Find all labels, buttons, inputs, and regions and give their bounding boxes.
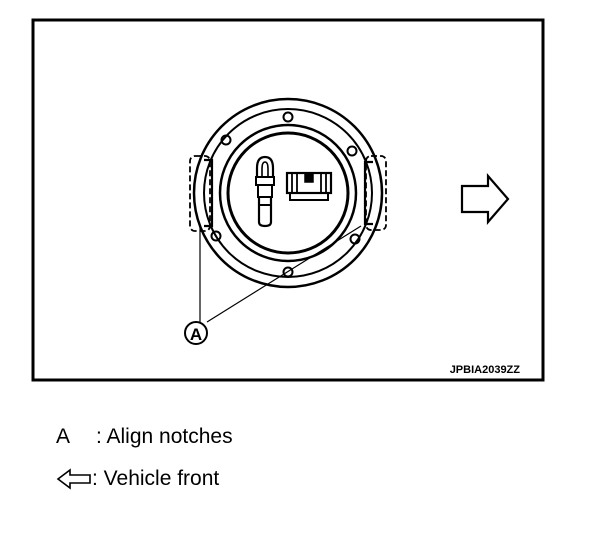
hose-body — [257, 184, 273, 198]
legend-key-a: A — [56, 425, 71, 448]
callout-letter: A — [190, 325, 202, 344]
figure-code: JPBIA2039ZZ — [450, 364, 521, 376]
callout-leaders — [199, 225, 362, 323]
callout-a: A — [184, 321, 208, 345]
callout-circle — [184, 321, 208, 345]
connector-latch — [304, 172, 314, 183]
left-arrow-outline-icon — [56, 467, 92, 491]
left-notch-tab — [204, 158, 214, 228]
flange-center — [226, 131, 350, 255]
flange-plate — [218, 123, 358, 263]
hose-pipe — [255, 155, 275, 177]
bolt-hole — [346, 145, 358, 157]
legend-text-align-notches: : Align notches — [96, 425, 233, 448]
right-notch-outline — [365, 155, 387, 231]
bolt-hole — [210, 230, 222, 242]
legend-text-vehicle-front: : Vehicle front — [92, 467, 220, 490]
legend-item-vehicle-front: : Vehicle front — [56, 466, 219, 492]
right-notch-tab — [363, 160, 373, 226]
diagram-frame — [31, 18, 545, 382]
right-arrow-outline-icon — [460, 173, 510, 225]
bolt-hole — [282, 111, 294, 123]
outer-ring-rim — [192, 97, 384, 289]
legend-item-align-notches: A : Align notches — [56, 424, 233, 450]
hose-pipe-inner — [261, 161, 269, 177]
bolt-hole — [220, 134, 232, 146]
leader-line-right — [206, 225, 362, 323]
bolt-hole — [349, 233, 361, 245]
hose-stem — [257, 197, 273, 228]
pump-flange-assembly — [189, 97, 387, 289]
bolt-hole — [282, 266, 294, 278]
connector-base — [289, 192, 329, 201]
